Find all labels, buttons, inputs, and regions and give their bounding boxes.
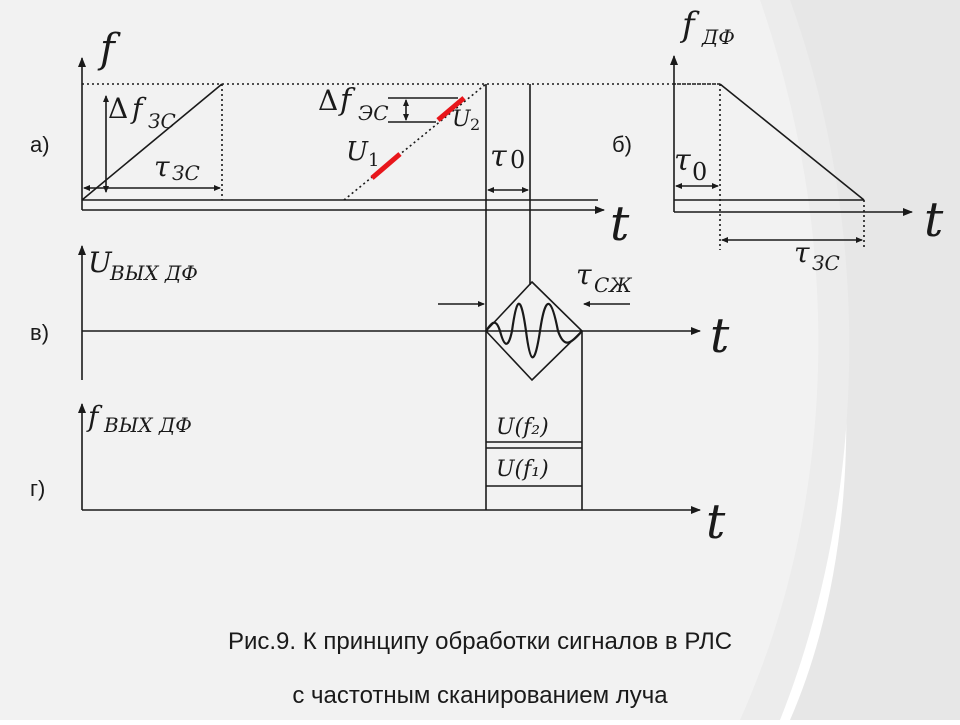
u-f1-label: U(f₁): [496, 457, 549, 482]
tau0-label-b: τ: [674, 143, 691, 178]
tau0-label-a: τ: [490, 139, 507, 174]
tau-zs-a-sub: ЗС: [172, 161, 200, 185]
descending-line: [719, 83, 865, 201]
axis-label-t-a: t: [610, 196, 630, 252]
panel-label-b: б): [612, 132, 632, 157]
tau0-sub-a: 0: [510, 146, 525, 174]
background-shape-light: [0, 0, 819, 720]
u-f2-label: U(f₂): [496, 415, 549, 440]
delta-symbol-zs: Δ: [108, 92, 128, 125]
caption-line-1: Рис.9. К принципу обработки сигналов в Р…: [227, 628, 733, 655]
axis-label-u-v: U: [88, 246, 113, 279]
u2-label: U: [452, 107, 472, 132]
panel-label-v: в): [30, 320, 49, 345]
envelope-diamond: [484, 280, 584, 382]
u1-sub: 1: [368, 150, 379, 171]
sub-es: ЭС: [358, 101, 389, 125]
sub-vyh-df-v: ВЫХ ДФ: [109, 261, 198, 285]
delta-symbol-es: Δ: [318, 84, 338, 117]
marker-u2: [436, 96, 466, 122]
caption-line-2: с частотным сканированием луча: [292, 682, 668, 709]
tau0-sub-b: 0: [692, 158, 707, 186]
sub-vyh-df-g: ВЫХ ДФ: [103, 413, 192, 437]
u1-label: U: [346, 137, 369, 167]
sweep-line-2: [343, 83, 487, 201]
compressed-pulse: [485, 302, 583, 359]
tau-zs-a: τ: [154, 150, 170, 183]
u2-sub: 2: [470, 115, 480, 134]
axis-label-t-v: t: [710, 308, 730, 364]
marker-u1: [370, 152, 402, 180]
tau-zs-b-sub: ЗС: [812, 251, 840, 275]
panel-label-g: г): [30, 476, 45, 501]
tau-szh-label: τ: [576, 258, 592, 291]
panel-label-a: а): [30, 132, 50, 157]
sub-zs: ЗС: [148, 109, 176, 133]
sub-df: ДФ: [701, 25, 735, 49]
tau-zs-b: τ: [794, 236, 810, 269]
tau-szh-sub: СЖ: [594, 273, 632, 297]
axis-label-t-g: t: [706, 494, 726, 550]
axis-label-t-b: t: [924, 192, 944, 248]
